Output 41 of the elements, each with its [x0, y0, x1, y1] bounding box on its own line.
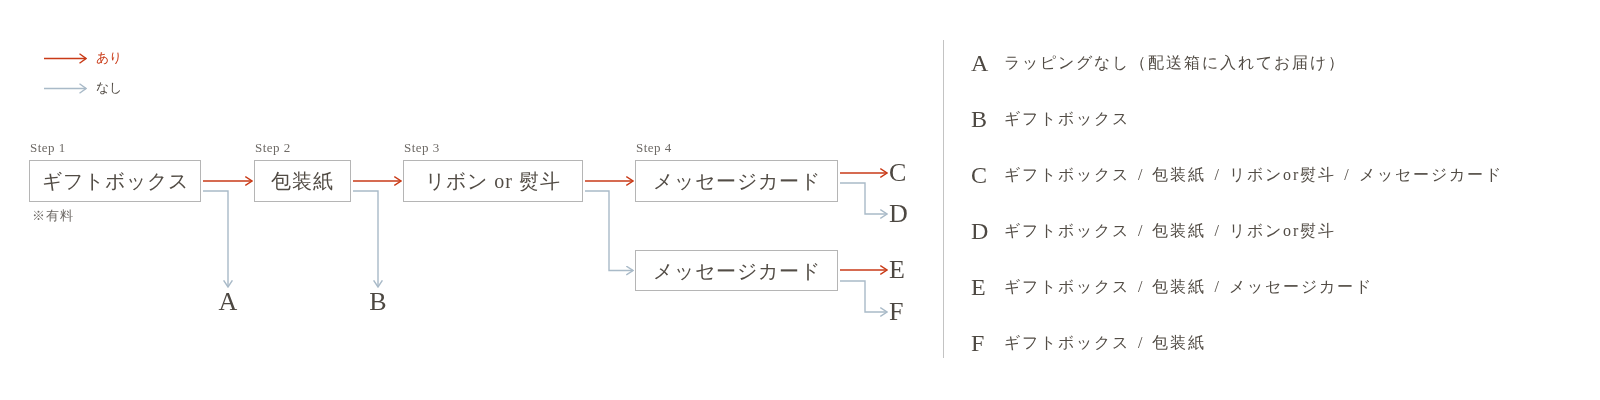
step-label: Step 3 [404, 140, 440, 156]
key-description: ギフトボックス / 包装紙 / リボンor熨斗 / メッセージカード [1004, 165, 1503, 185]
key-letter: E [971, 274, 986, 300]
key-description: ラッピングなし（配送箱に入れてお届け） [1004, 53, 1346, 73]
outcome-letter: B [369, 289, 387, 315]
arrow [839, 280, 888, 318]
step-label: Step 1 [30, 140, 66, 156]
outcome-letter: F [889, 299, 904, 325]
box-label: メッセージカード [652, 258, 821, 283]
arrow [352, 175, 402, 187]
arrow [839, 182, 888, 220]
outcome-letter: A [218, 289, 238, 315]
step-label: Step 4 [636, 140, 672, 156]
arrow [839, 167, 888, 179]
legend-label: あり [96, 50, 122, 66]
box-label: 包装紙 [271, 169, 334, 193]
note-text: ※有料 [32, 208, 74, 224]
key-description: ギフトボックス / 包装紙 / メッセージカード [1004, 277, 1373, 297]
box-label: メッセージカード [652, 169, 821, 193]
arrow [584, 190, 634, 276]
key-letter: D [971, 218, 989, 244]
key-description: ギフトボックス / 包装紙 / リボンor熨斗 [1004, 221, 1337, 241]
outcome-letter: D [889, 201, 908, 227]
arrow [202, 175, 253, 187]
arrow [202, 190, 234, 288]
arrow [839, 264, 888, 276]
key-letter: F [971, 330, 985, 356]
outcome-letter: C [889, 160, 907, 186]
outcome-letter: E [889, 257, 905, 283]
step-label: Step 2 [255, 140, 291, 156]
process-box [635, 250, 838, 291]
key-description: ギフトボックス [1004, 109, 1130, 129]
legend-label: なし [96, 80, 122, 96]
key-letter: B [971, 106, 987, 132]
key-description: ギフトボックス / 包装紙 [1004, 333, 1207, 353]
arrow [584, 175, 634, 187]
key-letter: A [971, 50, 989, 76]
key-letter: C [971, 162, 987, 188]
box-label: ギフトボックス [41, 169, 189, 193]
arrow [352, 190, 384, 288]
box-label: リボン or 熨斗 [425, 169, 561, 193]
